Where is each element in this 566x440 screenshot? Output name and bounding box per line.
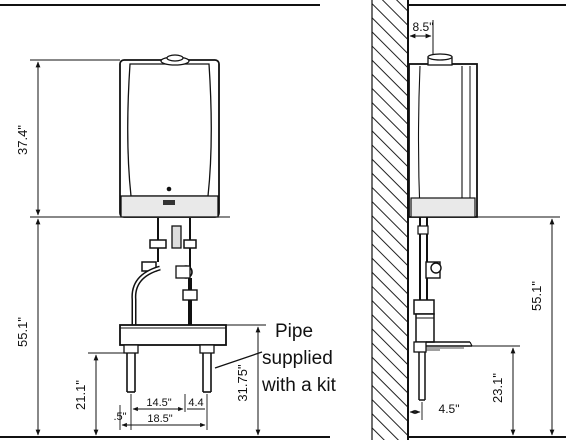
- label-37-4: 37.4": [15, 125, 30, 155]
- dim-front-lower-height: 55.1": [15, 218, 41, 436]
- callout-line-1: Pipe: [275, 321, 313, 342]
- label-55-1-front: 55.1": [15, 317, 30, 347]
- label-8-5: 8.5": [413, 20, 434, 34]
- dim-side-pipe-height: 23.1": [472, 345, 520, 436]
- dim-kit-height: 31.75": [226, 324, 266, 436]
- label-55-1-side: 55.1": [529, 281, 544, 311]
- dim-pipe-depth: 4.5": [409, 402, 460, 420]
- label-4-5: 4.5": [439, 402, 460, 416]
- boiler-logo-mark: [166, 186, 172, 192]
- label-31-75: 31.75": [235, 364, 250, 402]
- label-14-5: 14.5": [146, 397, 171, 409]
- boiler-side: [408, 53, 478, 218]
- label-21-1: 21.1": [73, 380, 88, 410]
- callout-line-3: with a kit: [261, 375, 337, 396]
- wall-hatched: [372, 0, 408, 440]
- side-view: 8.5": [371, 0, 566, 440]
- label-4-4: 4.4: [188, 397, 203, 409]
- callout-leader: [214, 351, 263, 369]
- dim-side-lower-height: 55.1": [477, 216, 560, 436]
- callout-line-2: supplied: [262, 348, 333, 369]
- boiler-front: [119, 54, 220, 218]
- piping-side: [413, 217, 473, 401]
- front-view: 37.4" 55.1" 21.1" 31.75" 14.5": [0, 4, 337, 438]
- label-18-5: 18.5": [147, 413, 172, 425]
- label-0-5: .5": [113, 411, 126, 423]
- dim-front-pipe-height: 21.1": [73, 352, 124, 436]
- dim-pipe-spacing: 14.5" 4.4 .5" 18.5": [113, 394, 208, 430]
- piping-front: [131, 218, 198, 325]
- label-23-1: 23.1": [490, 373, 505, 403]
- dim-wall-clearance: 8.5": [409, 20, 434, 60]
- dim-boiler-height: 37.4": [15, 59, 230, 218]
- pipe-kit-base: [119, 324, 227, 393]
